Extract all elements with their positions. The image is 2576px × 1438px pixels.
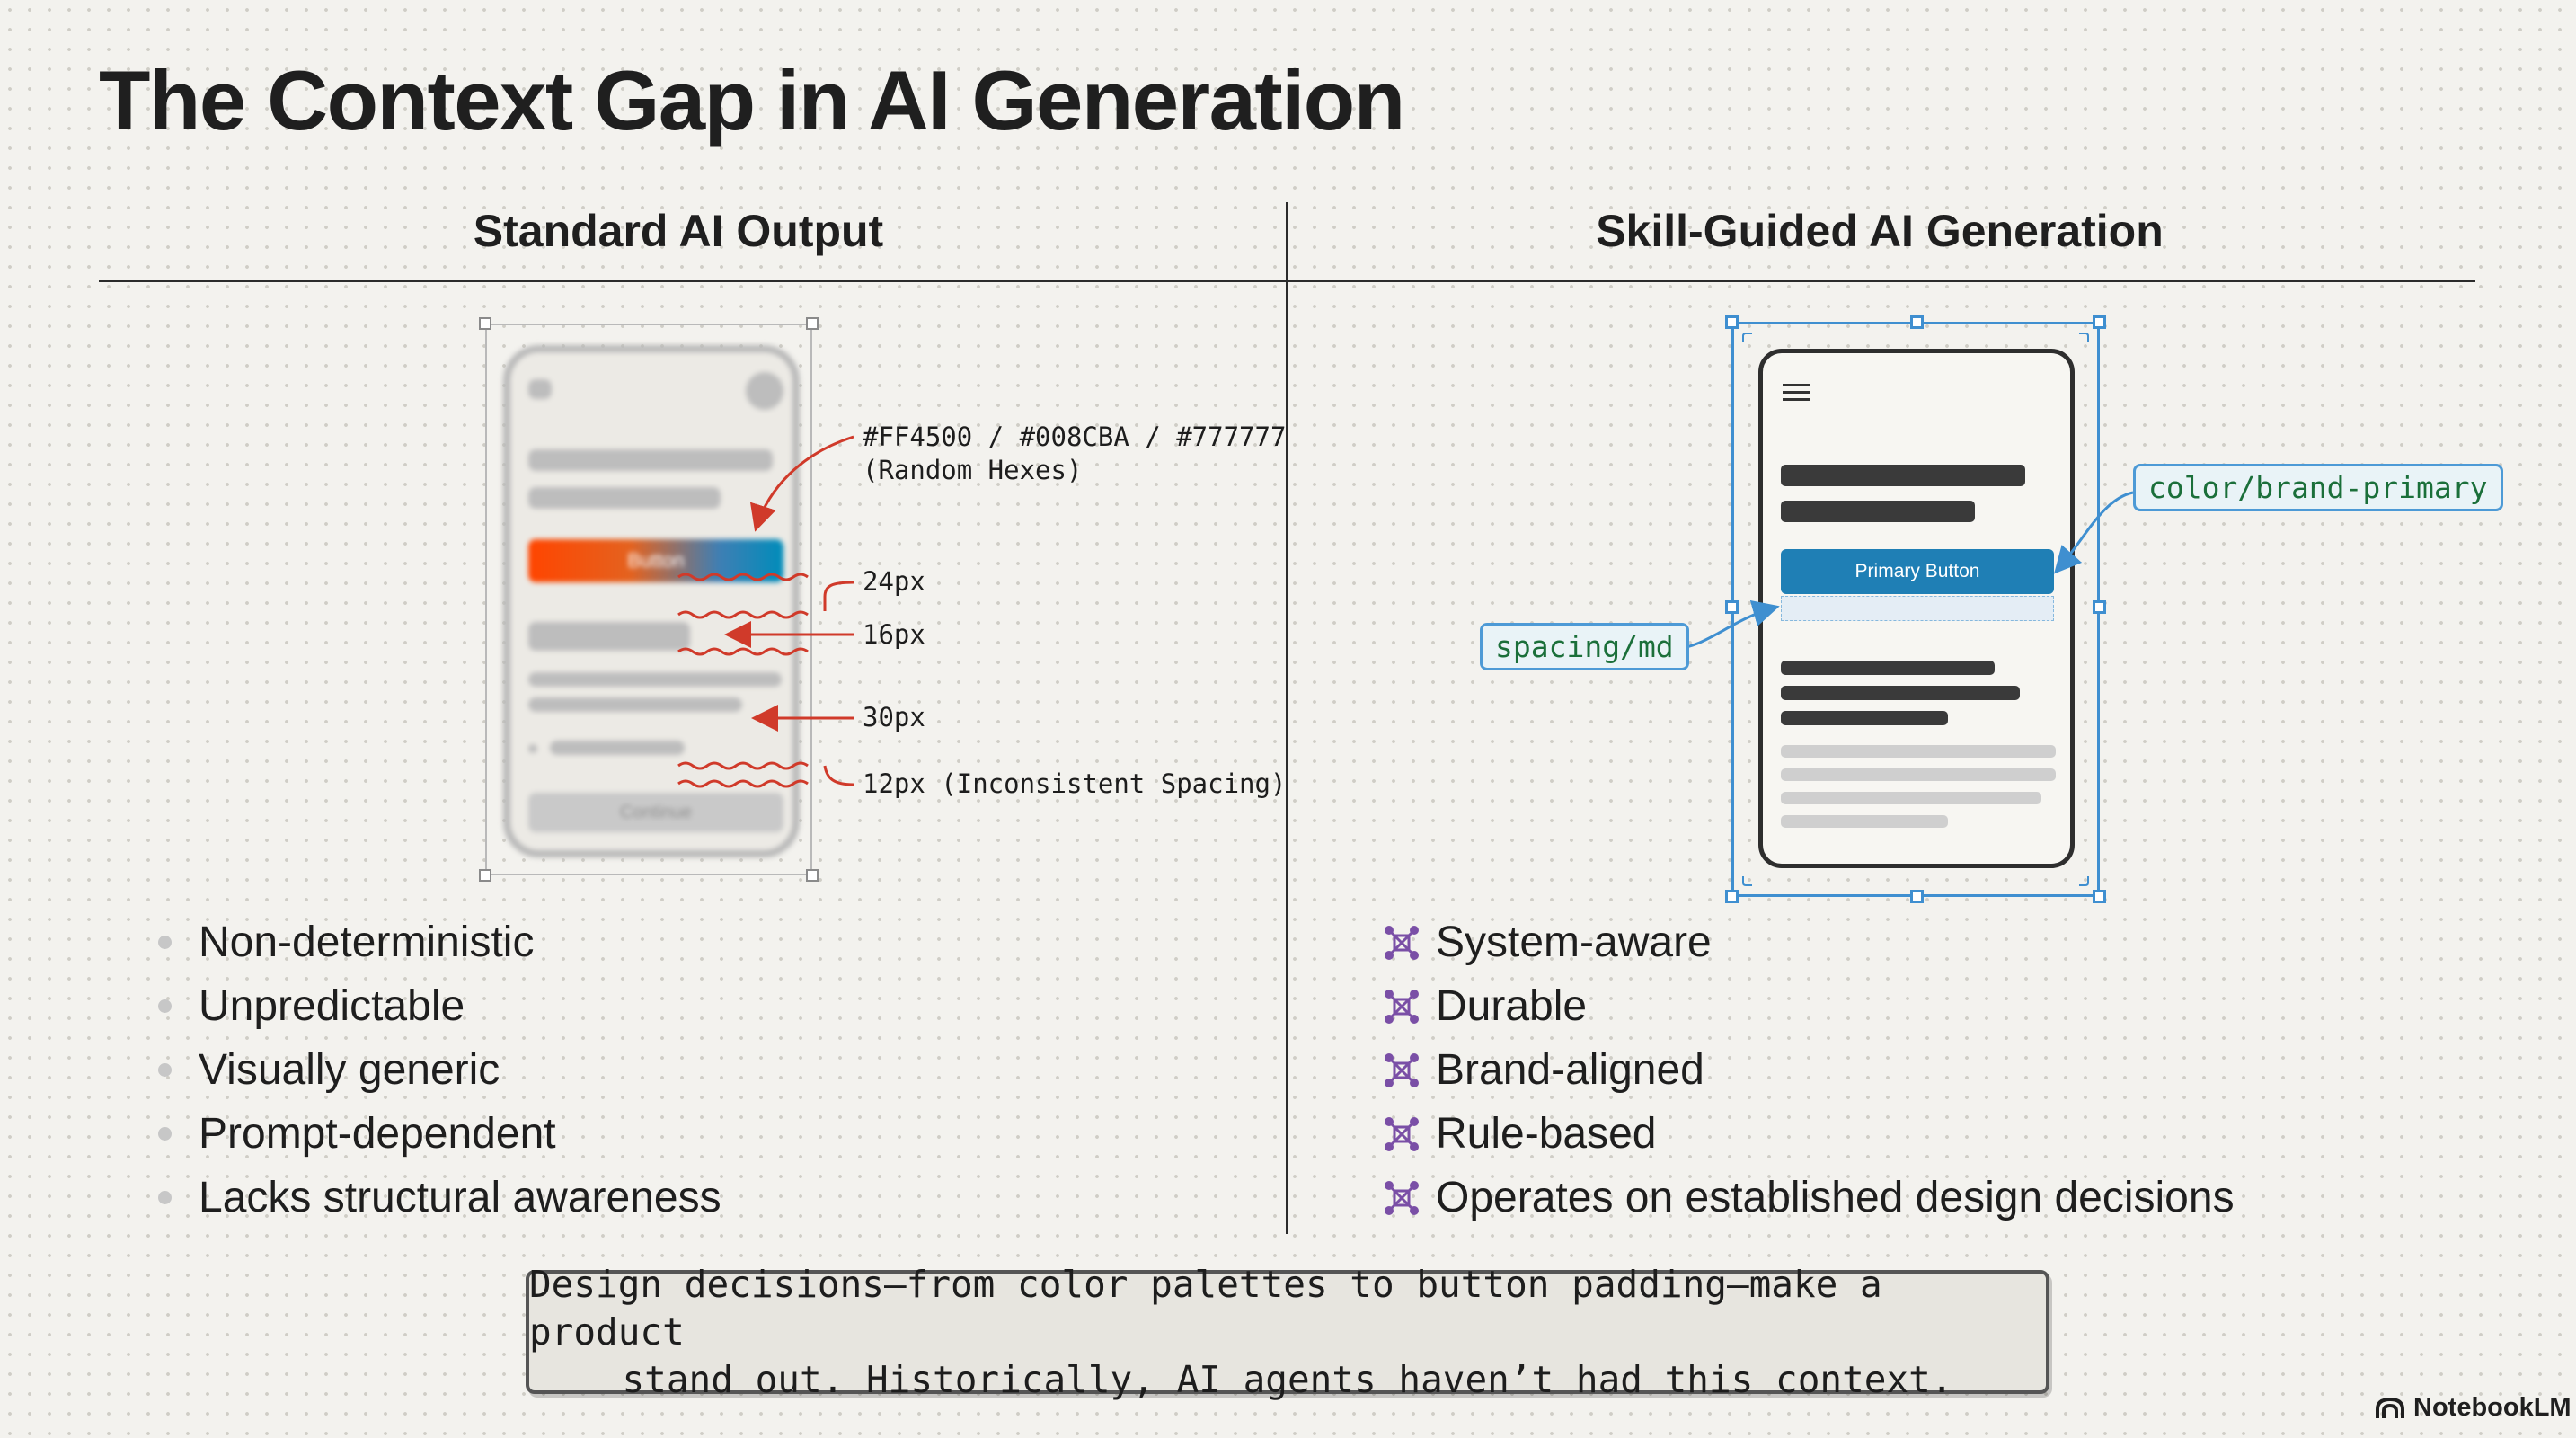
text-line	[528, 449, 773, 471]
heading-line	[1781, 465, 2025, 486]
hamburger-menu-icon	[1783, 384, 1810, 401]
list-item: Visually generic	[158, 1038, 721, 1102]
notebooklm-logo-icon	[2376, 1397, 2404, 1418]
list-item: Unpredictable	[158, 974, 721, 1038]
selection-handle	[1910, 890, 1924, 903]
spacing-30-annotation: 30px	[863, 702, 925, 732]
menu-icon	[528, 379, 552, 399]
spacing-md-token: spacing/md	[1480, 623, 1689, 670]
random-hexes-note: (Random Hexes)	[863, 455, 1083, 485]
text-line	[1781, 661, 1995, 675]
list-item: Rule-based	[1384, 1102, 2235, 1166]
avatar	[746, 372, 783, 410]
heading-line	[1781, 501, 1975, 522]
blurred-phone-mockup: Button Continue	[503, 345, 800, 857]
component-nodes-icon	[1385, 1180, 1419, 1215]
selection-handle	[2093, 890, 2106, 903]
component-nodes-icon	[1385, 1116, 1419, 1151]
skill-guided-traits: System-aware Durable Brand-aligned Rule-…	[1384, 910, 2235, 1229]
spacing-24-annotation: 24px	[863, 566, 925, 597]
spacing-token-region	[1781, 596, 2054, 621]
selection-handle	[2093, 600, 2106, 614]
text-line	[1781, 686, 2020, 700]
left-selection-frame	[479, 317, 819, 882]
list-item: Durable	[1384, 974, 2235, 1038]
selection-handle	[479, 317, 491, 330]
hex-colors-annotation: #FF4500 / #008CBA / #777777	[863, 422, 1287, 452]
brand-primary-token: color/brand-primary	[2133, 464, 2503, 511]
text-line	[528, 487, 721, 509]
list-item: Operates on established design decisions	[1384, 1166, 2235, 1229]
corner-radius-icon	[2079, 876, 2089, 886]
component-nodes-icon	[1385, 1052, 1419, 1087]
structured-phone-mockup: Primary Button	[1758, 349, 2075, 868]
continue-button: Continue	[528, 793, 783, 832]
corner-radius-icon	[2079, 333, 2089, 342]
corner-radius-icon	[1742, 333, 1752, 342]
right-column-heading: Skill-Guided AI Generation	[1596, 206, 2164, 256]
left-column-heading: Standard AI Output	[473, 206, 884, 256]
spacing-12-annotation: 12px (Inconsistent Spacing)	[863, 768, 1287, 799]
selection-handle	[1725, 315, 1739, 329]
column-divider	[1286, 202, 1288, 1234]
text-line	[1781, 745, 2056, 758]
primary-button: Primary Button	[1781, 549, 2054, 594]
random-color-button: Button	[528, 539, 783, 582]
list-item: Lacks structural awareness	[158, 1166, 721, 1229]
text-line	[528, 622, 690, 651]
text-line	[1781, 711, 1948, 725]
selection-handle	[1910, 315, 1924, 329]
context-callout-box: Design decisions—from color palettes to …	[526, 1263, 2049, 1401]
text-line	[528, 672, 782, 687]
selection-handle	[806, 317, 819, 330]
bullet-dot	[158, 1127, 172, 1141]
bullet-dot	[158, 1191, 172, 1204]
selection-handle	[1725, 890, 1739, 903]
bullet-dot	[158, 999, 172, 1013]
selection-handle	[2093, 315, 2106, 329]
notebooklm-logo: NotebookLM	[2376, 1393, 2572, 1423]
text-line	[1781, 815, 1948, 828]
spacing-16-annotation: 16px	[863, 619, 925, 650]
list-item: Prompt-dependent	[158, 1102, 721, 1166]
list-item: Non-deterministic	[158, 910, 721, 974]
bullet-dot	[158, 936, 172, 949]
list-item: Brand-aligned	[1384, 1038, 2235, 1102]
bullet-dot	[158, 1063, 172, 1077]
component-nodes-icon	[1385, 989, 1419, 1024]
text-line	[550, 741, 685, 755]
callout-line: Design decisions—from color palettes to …	[529, 1262, 1882, 1354]
list-item: System-aware	[1384, 910, 2235, 974]
callout-line: stand out. Historically, AI agents haven…	[622, 1357, 1953, 1401]
selection-handle	[1725, 600, 1739, 614]
text-line	[528, 697, 742, 712]
standard-output-traits: Non-deterministic Unpredictable Visually…	[158, 910, 721, 1229]
corner-radius-icon	[1742, 876, 1752, 886]
text-line	[1781, 768, 2056, 781]
list-dot	[528, 744, 537, 753]
text-line	[1781, 792, 2041, 804]
component-nodes-icon	[1385, 925, 1419, 960]
slide-title: The Context Gap in AI Generation	[99, 53, 1405, 147]
selection-handle	[806, 869, 819, 882]
selection-handle	[479, 869, 491, 882]
